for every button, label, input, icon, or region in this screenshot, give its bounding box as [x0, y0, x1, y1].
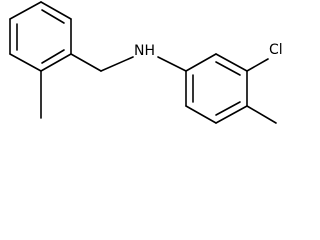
structure-diagram: NH Cl	[9, 1, 283, 124]
amine-label: NH	[134, 43, 155, 59]
left-benzene-ring	[9, 1, 72, 72]
chlorine-label: Cl	[269, 42, 283, 58]
bond-ring-to-cl	[246, 58, 269, 72]
bond-right-ring-2	[215, 53, 248, 72]
bond-right-methyl	[246, 105, 277, 124]
double-bond-left-ring-b	[41, 49, 65, 64]
double-bond-right-ring-a	[215, 61, 241, 76]
molecule-canvas: NH Cl	[9, 1, 283, 124]
right-benzene-ring	[185, 53, 248, 124]
double-bond-right-ring-b	[215, 101, 241, 116]
bond-ring-to-ch2	[70, 53, 102, 72]
bond-left-ring-3	[40, 53, 72, 72]
bond-right-ring-5	[185, 105, 217, 124]
bond-n-to-right-ring	[157, 56, 187, 72]
bond-left-ring-1	[40, 1, 72, 20]
bond-right-ring-1	[185, 53, 217, 72]
bond-left-ring-4	[9, 53, 42, 72]
bond-ch2-to-n	[100, 56, 134, 72]
double-bond-left-ring-a	[41, 9, 65, 24]
bond-right-ring-4	[215, 105, 248, 124]
bond-left-ring-6	[9, 1, 42, 20]
